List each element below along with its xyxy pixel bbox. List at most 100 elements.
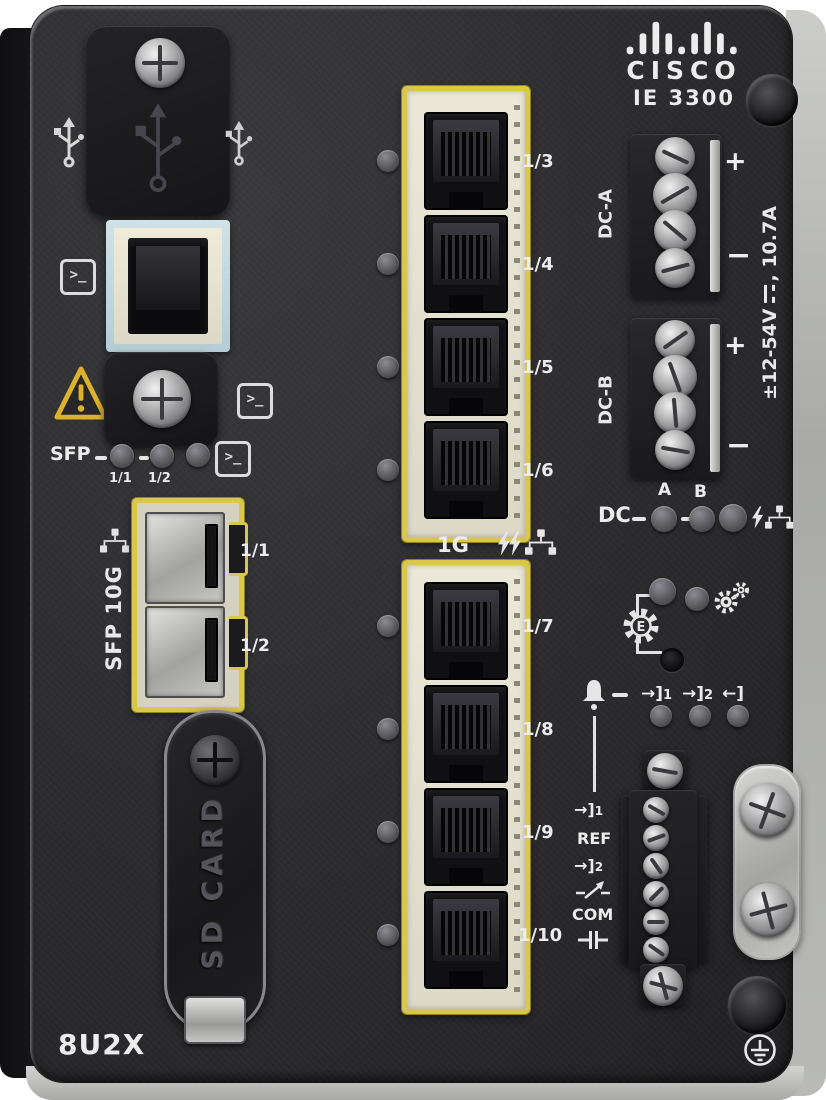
console-icon: >_ bbox=[215, 441, 251, 477]
port-label: 1/6 bbox=[522, 460, 554, 481]
lightning-icon bbox=[752, 506, 764, 529]
terminal-screw[interactable] bbox=[655, 248, 695, 288]
alarm-in2-led bbox=[689, 705, 711, 727]
ethernet-port-block-1 bbox=[402, 86, 530, 542]
alarm-com-label: COM bbox=[572, 905, 614, 924]
dc-b-plus: + bbox=[724, 330, 747, 361]
sd-cover-screw[interactable] bbox=[190, 735, 240, 785]
dash bbox=[139, 456, 149, 460]
terminal-screw[interactable] bbox=[655, 137, 695, 177]
mounting-hole-top-right bbox=[746, 74, 798, 126]
usb-port-cover[interactable] bbox=[86, 26, 230, 216]
svg-text:E: E bbox=[637, 620, 646, 635]
dc-led-row-label: DC bbox=[598, 503, 631, 527]
port-1-5-led bbox=[377, 356, 399, 378]
sd-card-label: SD CARD bbox=[195, 794, 229, 970]
terminal-screw[interactable] bbox=[643, 966, 683, 1006]
alarm-terminal-block[interactable] bbox=[629, 790, 697, 968]
terminal-screw[interactable] bbox=[654, 210, 696, 252]
terminal-screw[interactable] bbox=[643, 937, 669, 963]
network-icon bbox=[100, 528, 130, 554]
poe-status-led bbox=[719, 504, 747, 532]
port-1-8-led bbox=[377, 718, 399, 740]
sfp-latch-tab[interactable] bbox=[229, 522, 248, 576]
dash bbox=[632, 517, 646, 521]
speed-label: 1G bbox=[437, 533, 469, 557]
status-led bbox=[186, 443, 210, 467]
sd-card-latch[interactable] bbox=[184, 996, 246, 1044]
terminal-flange bbox=[710, 140, 720, 292]
bracket-screw[interactable] bbox=[740, 783, 794, 837]
console-port[interactable] bbox=[106, 220, 230, 352]
pin-ticks bbox=[514, 105, 520, 523]
dc-rating-label: ±12-54V, 10.7A bbox=[759, 206, 781, 400]
alarm-in1-led bbox=[650, 705, 672, 727]
ground-icon bbox=[742, 1032, 778, 1068]
ethernet-port-1-8[interactable] bbox=[424, 685, 508, 783]
express-setup-led bbox=[649, 578, 676, 605]
dc-b-minus: − bbox=[726, 428, 752, 463]
port-label: 1/4 bbox=[522, 254, 554, 275]
sfp-port-1-2[interactable] bbox=[145, 606, 225, 698]
terminal-screw[interactable] bbox=[654, 392, 696, 434]
terminal-screw[interactable] bbox=[643, 909, 669, 935]
alarm-line bbox=[593, 716, 596, 792]
terminal-screw[interactable] bbox=[655, 320, 695, 360]
sfp-port-1-1[interactable] bbox=[145, 512, 225, 604]
ethernet-port-1-7[interactable] bbox=[424, 582, 508, 680]
dc-b-terminal-block[interactable] bbox=[630, 318, 722, 478]
ethernet-port-1-5[interactable] bbox=[424, 318, 508, 416]
sfp-led-row-label: SFP bbox=[50, 443, 91, 465]
port-1-4-led bbox=[377, 253, 399, 275]
sd-card-cover[interactable] bbox=[164, 710, 266, 1032]
mounting-bracket bbox=[733, 764, 801, 960]
console-icon: >_ bbox=[60, 259, 96, 295]
terminal-screw[interactable] bbox=[655, 430, 695, 470]
terminal-screw[interactable] bbox=[653, 355, 697, 399]
capacitor-contact-icon bbox=[578, 930, 608, 950]
terminal-screw[interactable] bbox=[643, 853, 669, 879]
cover-screw[interactable] bbox=[133, 370, 191, 428]
ethernet-port-block-2 bbox=[402, 560, 530, 1014]
dc-a-terminal-block[interactable] bbox=[630, 134, 722, 298]
ethernet-port-1-10[interactable] bbox=[424, 891, 508, 989]
alarm-in2-icon: →]2 bbox=[682, 684, 713, 704]
network-icon bbox=[765, 505, 794, 530]
sfp-latch-tab[interactable] bbox=[229, 616, 248, 670]
arrow-out-glyph: ←] bbox=[722, 684, 745, 704]
ethernet-port-1-3[interactable] bbox=[424, 112, 508, 210]
dc-b-led bbox=[689, 506, 715, 532]
system-led bbox=[685, 587, 709, 611]
alarm-terminal-top bbox=[644, 750, 686, 792]
ethernet-port-1-6[interactable] bbox=[424, 421, 508, 519]
bracket-line bbox=[636, 594, 651, 597]
terminal-screw[interactable] bbox=[643, 797, 669, 823]
ethernet-port-1-9[interactable] bbox=[424, 788, 508, 886]
terminal-screw[interactable] bbox=[647, 753, 683, 789]
sfp-port2-label: 1/2 bbox=[240, 636, 270, 656]
alarm-terminal-bottom bbox=[640, 964, 686, 1006]
sfp-led2-label: 1/2 bbox=[148, 471, 171, 486]
alarm-in2-num: 2 bbox=[594, 860, 604, 874]
alarm-in1-icon: →]1 bbox=[641, 684, 672, 704]
port-1-7-led bbox=[377, 615, 399, 637]
terminal-screw[interactable] bbox=[653, 173, 697, 217]
cisco-logo-icon bbox=[626, 16, 746, 60]
dc-b-led-label: B bbox=[694, 482, 707, 502]
alarm-block-rail bbox=[697, 795, 707, 963]
terminal-screw[interactable] bbox=[643, 881, 669, 907]
alarm-ref-label: REF bbox=[577, 829, 612, 848]
console-prompt-glyph: >_ bbox=[246, 391, 264, 407]
usb-icon bbox=[52, 116, 86, 170]
ethernet-port-1-4[interactable] bbox=[424, 215, 508, 313]
screw-access-cover[interactable] bbox=[104, 352, 218, 446]
arrow-in-glyph: →] bbox=[574, 856, 595, 875]
usb-cover-screw[interactable] bbox=[135, 38, 185, 88]
alarm-out-led bbox=[727, 705, 749, 727]
express-setup-button[interactable] bbox=[660, 648, 684, 672]
terminal-screw[interactable] bbox=[643, 825, 669, 851]
bracket-screw[interactable] bbox=[741, 883, 795, 937]
mounting-hole-bottom-right bbox=[728, 976, 786, 1034]
dash bbox=[612, 693, 628, 697]
